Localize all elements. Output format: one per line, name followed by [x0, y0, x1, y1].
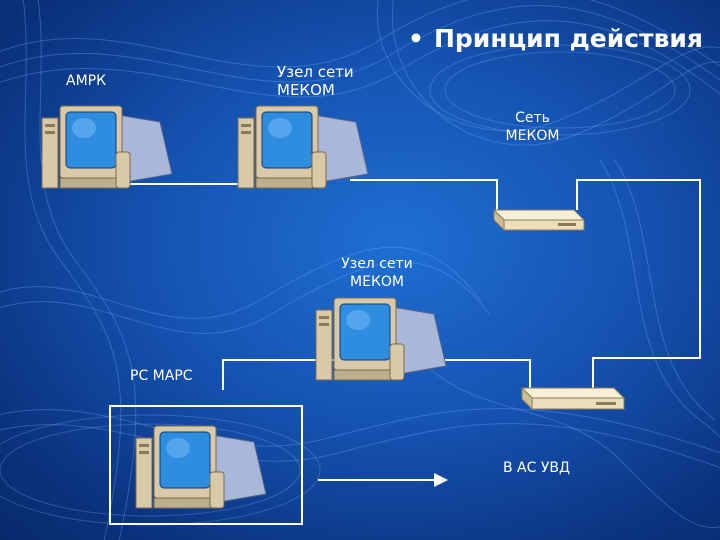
computer-icon: [41, 105, 173, 189]
computer-icon: [237, 105, 369, 189]
label-to-as-uvd: В АС УВД: [503, 460, 570, 476]
label-node-mid: Узел сети МЕКОМ: [336, 255, 418, 291]
label-node-mid-line1: Узел сети: [341, 256, 413, 272]
computer-icon: [315, 297, 447, 381]
modem-icon: [520, 386, 626, 411]
computer-icon: [135, 425, 267, 509]
label-rs-mars: РС МАРС: [130, 368, 193, 384]
label-network: Сеть МЕКОМ: [500, 109, 565, 145]
slide-title: • Принцип действия: [408, 24, 703, 53]
label-network-line1: Сеть: [515, 110, 550, 126]
label-node-top-line2: МЕКОМ: [277, 81, 335, 99]
label-node-mid-line2: МЕКОМ: [350, 274, 404, 290]
modem-icon: [492, 208, 586, 232]
title-text: Принцип действия: [433, 24, 703, 53]
label-ampk: АМРК: [66, 73, 107, 89]
label-node-top-line1: Узел сети: [277, 63, 354, 81]
label-node-top: Узел сети МЕКОМ: [277, 63, 354, 99]
label-network-line2: МЕКОМ: [505, 128, 560, 144]
rs-mars-box: [109, 405, 303, 525]
arrow-right-icon: [434, 473, 448, 487]
line-network-to-modem2: [576, 179, 701, 388]
line-node-to-modem1: [350, 179, 498, 210]
title-bullet: •: [408, 24, 424, 53]
